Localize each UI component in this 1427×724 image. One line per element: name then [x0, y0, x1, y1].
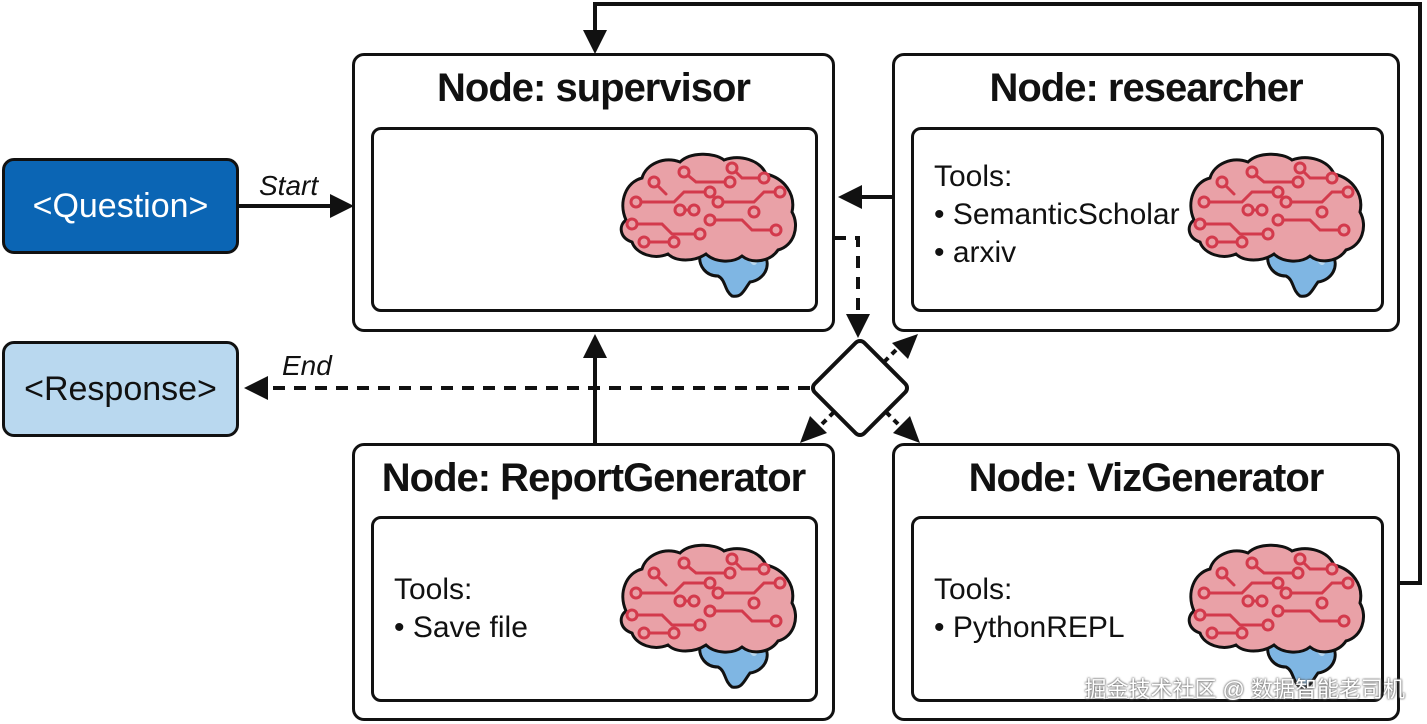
researcher-node: Node: researcher Tools: • SemanticSchola…: [892, 53, 1400, 332]
edge-researcher-to-supervisor: [838, 185, 893, 209]
question-box: <Question>: [2, 158, 239, 254]
supervisor-node: Node: supervisor: [352, 53, 835, 332]
edge-reportgenerator-to-supervisor: [583, 334, 607, 443]
watermark: 掘金技术社区 @ 数据智能老司机: [1084, 677, 1405, 702]
edge-start: [239, 194, 354, 218]
vizgenerator-tool-item: • PythonREPL: [934, 611, 1125, 644]
researcher-tools: Tools: • SemanticScholar • arxiv: [934, 158, 1180, 272]
researcher-tool-item: • arxiv: [934, 236, 1017, 269]
end-label: End: [282, 350, 332, 381]
edge-router-to-reportgenerator: [800, 410, 836, 443]
brain-icon: [1182, 150, 1367, 300]
edge-vizgenerator-to-supervisor: [583, 2, 1422, 585]
vizgenerator-tools-heading: Tools:: [934, 573, 1013, 606]
reportgenerator-title: Node: ReportGenerator: [381, 456, 807, 500]
brain-icon: [614, 150, 799, 300]
edge-router-to-researcher: [882, 334, 918, 364]
router-diamond: [810, 338, 910, 438]
researcher-title: Node: researcher: [989, 66, 1303, 110]
reportgenerator-tool-item: • Save file: [394, 611, 528, 644]
supervisor-agent-panel: [371, 127, 818, 312]
response-box: <Response>: [2, 341, 239, 437]
vizgenerator-tools: Tools: • PythonREPL: [934, 571, 1125, 647]
vizgenerator-title: Node: VizGenerator: [968, 456, 1325, 500]
brain-icon: [1182, 541, 1367, 691]
reportgenerator-tools-heading: Tools:: [394, 573, 473, 606]
edge-supervisor-to-router: [834, 236, 870, 338]
reportgenerator-node: Node: ReportGenerator Tools: • Save file: [352, 443, 835, 721]
brain-icon: [614, 541, 799, 691]
researcher-tool-item: • SemanticScholar: [934, 198, 1180, 231]
edge-router-to-vizgenerator: [884, 410, 920, 443]
question-label: <Question>: [32, 186, 209, 225]
response-label: <Response>: [24, 369, 217, 408]
supervisor-title: Node: supervisor: [437, 66, 751, 110]
researcher-agent-panel: Tools: • SemanticScholar • arxiv: [911, 127, 1384, 312]
reportgenerator-tools: Tools: • Save file: [394, 571, 528, 647]
vizgenerator-node: Node: VizGenerator Tools: • PythonREPL: [892, 443, 1400, 721]
researcher-tools-heading: Tools:: [934, 160, 1013, 193]
vizgenerator-agent-panel: Tools: • PythonREPL: [911, 516, 1384, 702]
start-label: Start: [259, 170, 319, 201]
reportgenerator-agent-panel: Tools: • Save file: [371, 516, 818, 702]
edge-end: [244, 376, 810, 400]
